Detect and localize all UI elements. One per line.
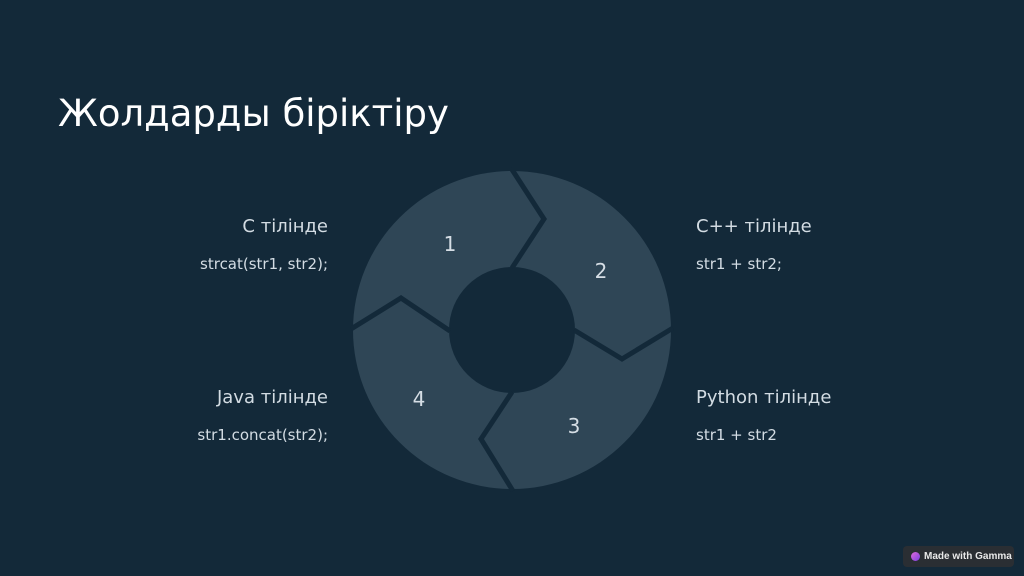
item-heading: Python тілінде bbox=[696, 387, 832, 408]
made-with-gamma-badge[interactable]: Made with Gamma bbox=[903, 546, 1014, 567]
segment-label-2: 2 bbox=[595, 259, 608, 283]
item-code: str1 + str2; bbox=[696, 255, 782, 273]
page-title: Жолдарды біріктіру bbox=[58, 92, 449, 135]
gamma-logo-icon bbox=[911, 552, 920, 561]
item-code: strcat(str1, str2); bbox=[200, 255, 328, 273]
segment-label-1: 1 bbox=[444, 232, 457, 256]
item-cpp: C++ тілінде str1 + str2; bbox=[696, 216, 956, 273]
item-java: Java тілінде str1.concat(str2); bbox=[68, 387, 328, 444]
item-heading: C тілінде bbox=[242, 216, 328, 237]
item-python: Python тілінде str1 + str2 bbox=[696, 387, 956, 444]
segment-divider bbox=[572, 325, 675, 362]
segment-divider bbox=[508, 166, 547, 270]
item-code: str1.concat(str2); bbox=[197, 426, 328, 444]
cycle-hole bbox=[449, 267, 575, 393]
item-heading: Java тілінде bbox=[216, 387, 328, 408]
item-c: C тілінде strcat(str1, str2); bbox=[68, 216, 328, 273]
item-heading: C++ тілінде bbox=[696, 216, 812, 237]
segment-divider bbox=[478, 390, 516, 493]
item-code: str1 + str2 bbox=[696, 426, 777, 444]
segment-divider bbox=[349, 295, 452, 334]
segment-label-3: 3 bbox=[568, 414, 581, 438]
segment-label-4: 4 bbox=[413, 387, 426, 411]
badge-label: Made with Gamma bbox=[924, 551, 1012, 562]
